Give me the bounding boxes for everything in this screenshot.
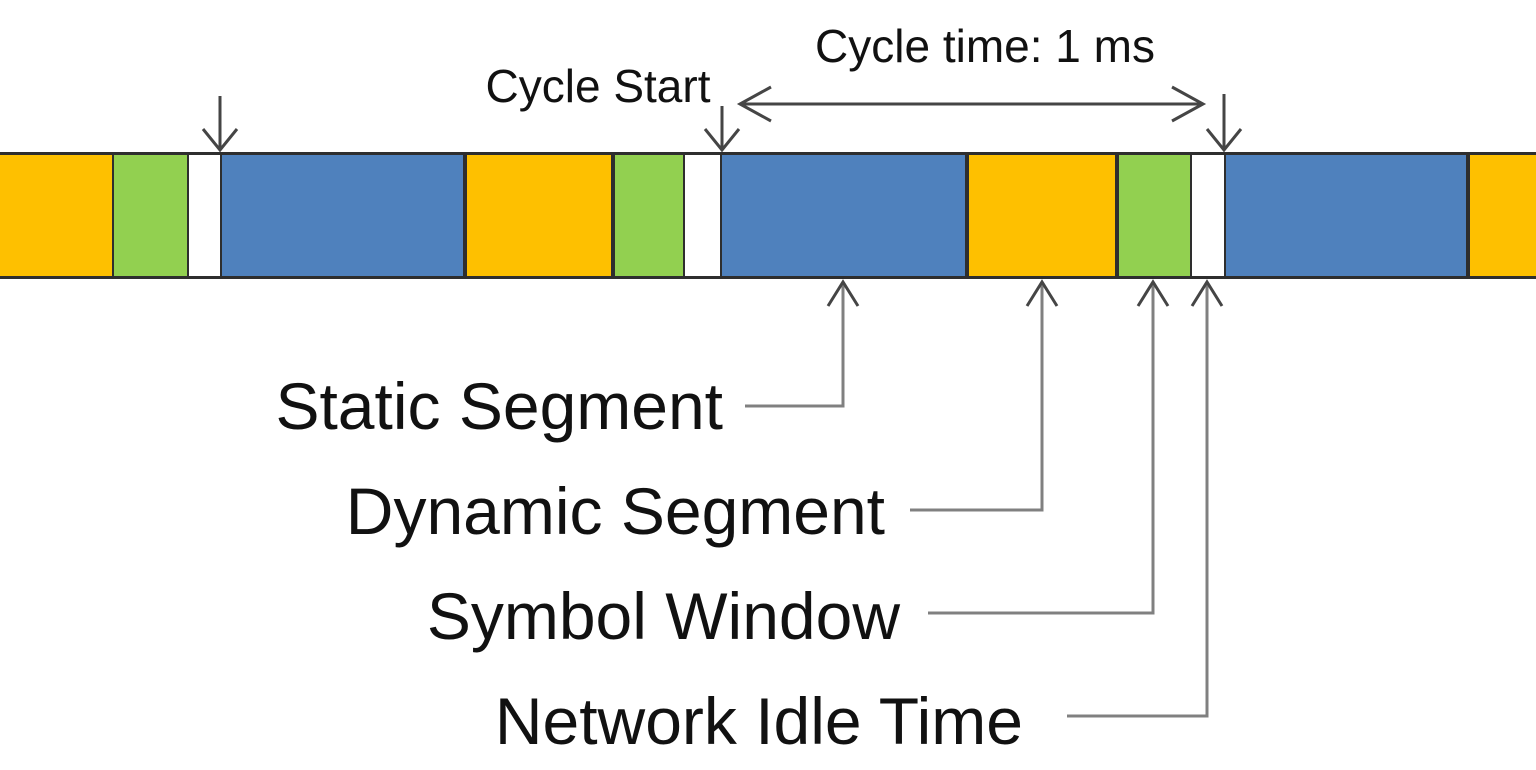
static-segment-label: Static Segment — [275, 369, 723, 443]
cycle-start-marker-arrow — [703, 106, 741, 153]
timeline-bar — [0, 152, 1536, 279]
segment-dynamic — [465, 152, 613, 279]
bar-bottom-border — [0, 276, 1536, 279]
segment-dynamic — [967, 152, 1117, 279]
network-idle-time-connector — [1067, 279, 1224, 718]
segment-static — [1224, 152, 1468, 279]
segment-static — [220, 152, 465, 279]
static-segment-connector — [745, 279, 860, 408]
segment-static — [720, 152, 967, 279]
cycle-start-marker-arrow-left — [201, 96, 239, 153]
symbol-window-label: Symbol Window — [426, 579, 900, 653]
dynamic-segment-label: Dynamic Segment — [345, 474, 885, 548]
network-idle-time-label: Network Idle Time — [494, 684, 1023, 758]
dynamic-segment-connector — [910, 279, 1059, 512]
segment-dynamic — [1468, 152, 1536, 279]
cycle-end-marker-arrow — [1205, 94, 1243, 153]
cycle-time-span-arrow — [736, 85, 1207, 123]
cycle-time-label: Cycle time: 1 ms — [815, 20, 1155, 72]
segment-symbol — [1117, 152, 1192, 279]
symbol-window-connector — [928, 279, 1170, 615]
bar-top-border — [0, 152, 1536, 155]
cycle-start-label: Cycle Start — [485, 60, 711, 112]
segment-symbol — [613, 152, 685, 279]
segment-dynamic — [0, 152, 115, 279]
segment-symbol — [112, 152, 189, 279]
